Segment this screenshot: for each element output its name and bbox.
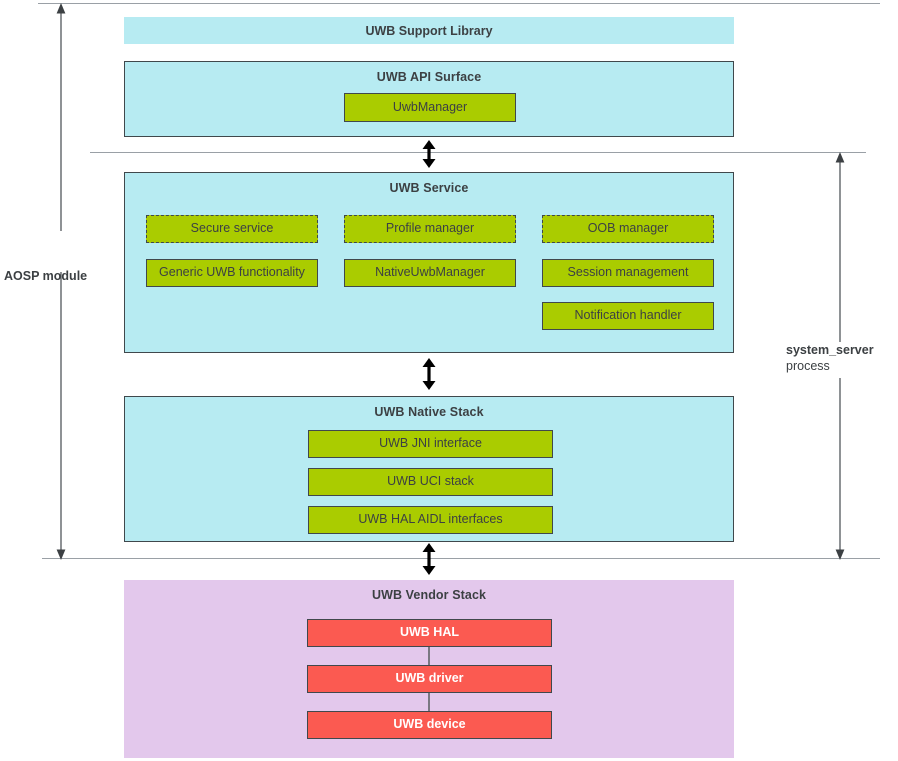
boundary-rule-middle (90, 152, 866, 153)
boundary-rule-top (38, 3, 880, 4)
system-server-label-bold: system_server (786, 343, 874, 357)
aosp-module-label: AOSP module (4, 269, 88, 283)
system-server-label: system_server process (786, 343, 898, 374)
chip-generic-uwb-functionality[interactable]: Generic UWB functionality (146, 259, 318, 287)
section-uwb-service: UWB Service Secure service Profile manag… (124, 172, 734, 353)
section-support-library: UWB Support Library (124, 17, 734, 44)
chip-session-management[interactable]: Session management (542, 259, 714, 287)
section-vendor-stack: UWB Vendor Stack UWB HAL UWB driver UWB … (124, 580, 734, 758)
chip-oob-manager[interactable]: OOB manager (542, 215, 714, 243)
section-title-native-stack: UWB Native Stack (374, 405, 484, 419)
section-title-support-library: UWB Support Library (365, 23, 493, 38)
chip-uwb-jni-interface[interactable]: UWB JNI interface (308, 430, 553, 458)
chip-uwb-driver[interactable]: UWB driver (307, 665, 552, 693)
system-server-span-arrow-upper (831, 152, 849, 342)
section-title-uwb-service: UWB Service (389, 181, 469, 195)
chip-profile-manager[interactable]: Profile manager (344, 215, 516, 243)
arrow-api-to-service (418, 140, 440, 168)
chip-uwb-uci-stack[interactable]: UWB UCI stack (308, 468, 553, 496)
section-title-api-surface: UWB API Surface (376, 70, 482, 84)
chip-notification-handler[interactable]: Notification handler (542, 302, 714, 330)
aosp-module-span-arrow-lower (52, 272, 70, 560)
section-title-vendor-stack: UWB Vendor Stack (371, 588, 487, 602)
boundary-rule-bottom (42, 558, 880, 559)
arrow-service-to-native (418, 358, 440, 390)
chip-secure-service[interactable]: Secure service (146, 215, 318, 243)
section-native-stack: UWB Native Stack UWB JNI interface UWB U… (124, 396, 734, 542)
system-server-label-normal: process (786, 358, 830, 373)
section-api-surface: UWB API Surface UwbManager (124, 61, 734, 137)
chip-uwb-device[interactable]: UWB device (307, 711, 552, 739)
chip-uwb-hal-aidl-interfaces[interactable]: UWB HAL AIDL interfaces (308, 506, 553, 534)
system-server-span-arrow-lower (831, 378, 849, 560)
aosp-module-span-arrow-upper (52, 3, 70, 231)
arrow-native-to-vendor (418, 543, 440, 575)
chip-native-uwb-manager[interactable]: NativeUwbManager (344, 259, 516, 287)
chip-uwb-hal[interactable]: UWB HAL (307, 619, 552, 647)
chip-uwb-manager[interactable]: UwbManager (344, 93, 516, 122)
